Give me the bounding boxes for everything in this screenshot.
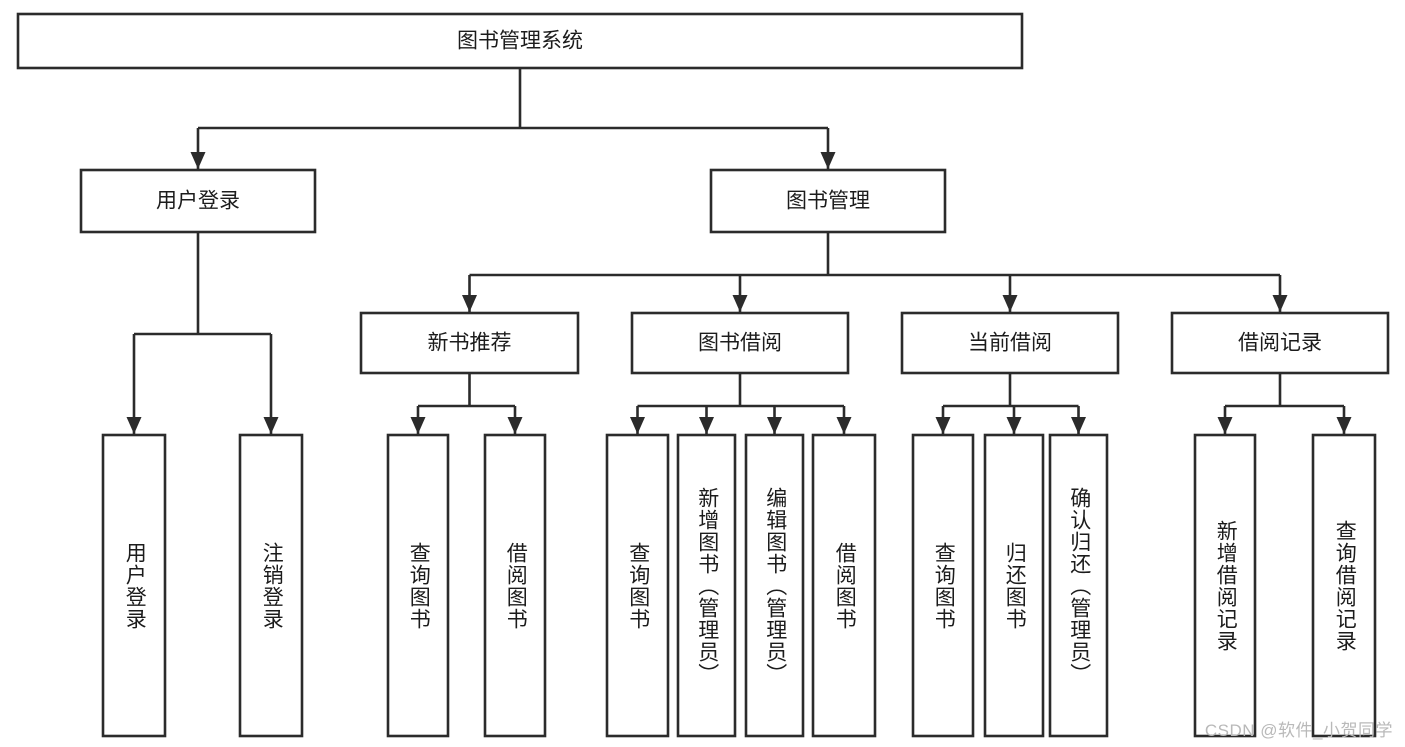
node-box-leaf-11[interactable] bbox=[1193, 433, 1257, 738]
node-label-leaf-4: 查询图书 bbox=[607, 435, 668, 736]
node-label-leaf-10: 确认归还（管理员） bbox=[1050, 435, 1107, 736]
node-label-leaf-11: 新增借阅记录 bbox=[1195, 435, 1255, 736]
node-label-leaf-12: 查询借阅记录 bbox=[1313, 435, 1375, 736]
node-label-leaf-text-11: 新增借阅记录 bbox=[1214, 519, 1238, 652]
node-box-level2-0[interactable] bbox=[79, 168, 317, 234]
node-label-leaf-8: 查询图书 bbox=[913, 435, 973, 736]
node-box-level3-0[interactable] bbox=[359, 311, 580, 375]
node-box-leaf-12[interactable] bbox=[1311, 433, 1377, 738]
node-label-leaf-text-1: 注销登录 bbox=[260, 541, 284, 630]
arrow-head-icon-manage-to-level3-3 bbox=[1272, 295, 1288, 312]
node-box-level3-1[interactable] bbox=[630, 311, 850, 375]
node-label-leaf-5: 新增图书（管理员） bbox=[678, 435, 735, 736]
node-box-leaf-3[interactable] bbox=[483, 433, 547, 738]
node-box-leaf-0[interactable] bbox=[101, 433, 167, 738]
node-box-level2-1[interactable] bbox=[709, 168, 947, 234]
arrow-head-icon-level3-0-to-leaf-0 bbox=[410, 417, 426, 434]
arrow-head-icon-manage-to-level3-1 bbox=[732, 295, 748, 312]
arrow-head-icon-level3-1-to-leaf-2 bbox=[767, 417, 782, 434]
node-label-leaf-text-8: 查询图书 bbox=[932, 541, 956, 630]
node-label-leaf-text-9: 归还图书 bbox=[1003, 541, 1027, 630]
node-box-leaf-2[interactable] bbox=[386, 433, 450, 738]
node-label-leaf-6: 编辑图书（管理员） bbox=[746, 435, 803, 736]
node-label-leaf-3: 借阅图书 bbox=[485, 435, 545, 736]
arrow-head-icon-manage-to-level3-0 bbox=[462, 295, 477, 312]
node-label-leaf-9: 归还图书 bbox=[985, 435, 1043, 736]
arrow-head-icon-level3-2-to-leaf-1 bbox=[1006, 417, 1022, 434]
arrow-head-icon-level3-1-to-leaf-0 bbox=[630, 417, 645, 434]
node-box-leaf-9[interactable] bbox=[983, 433, 1045, 738]
node-label-leaf-text-6: 编辑图书（管理员） bbox=[763, 486, 787, 685]
node-box-leaf-7[interactable] bbox=[811, 433, 877, 738]
node-label-level3-1: 图书借阅 bbox=[698, 332, 782, 355]
arrow-head-icon-level3-2-to-leaf-0 bbox=[935, 417, 951, 434]
node-label-leaf-1: 注销登录 bbox=[240, 435, 302, 736]
arrow-head-icon-root-to-level2-1 bbox=[820, 152, 836, 169]
node-box-level3-2[interactable] bbox=[900, 311, 1120, 375]
node-label-leaf-text-10: 确认归还（管理员） bbox=[1067, 486, 1091, 685]
node-label-level2-1: 图书管理 bbox=[786, 190, 870, 213]
node-box-leaf-5[interactable] bbox=[676, 433, 737, 738]
node-label-leaf-0: 用户登录 bbox=[103, 435, 165, 736]
node-box-leaf-8[interactable] bbox=[911, 433, 975, 738]
node-box-leaf-10[interactable] bbox=[1048, 433, 1109, 738]
arrow-head-icon-login-to-leaf-1 bbox=[263, 417, 279, 434]
arrow-head-icon-manage-to-level3-2 bbox=[1002, 295, 1018, 312]
node-box-leaf-4[interactable] bbox=[605, 433, 670, 738]
node-label-leaf-text-7: 借阅图书 bbox=[833, 541, 857, 630]
arrow-head-icon-login-to-leaf-0 bbox=[126, 417, 142, 434]
arrow-head-icon-level3-2-to-leaf-2 bbox=[1071, 417, 1086, 434]
arrow-head-icon-level3-1-to-leaf-1 bbox=[699, 417, 714, 434]
arrow-head-icon-level3-3-to-leaf-1 bbox=[1336, 417, 1352, 434]
node-box-leaf-6[interactable] bbox=[744, 433, 805, 738]
node-label-leaf-text-0: 用户登录 bbox=[123, 541, 147, 630]
node-label-level2-0: 用户登录 bbox=[156, 190, 240, 213]
node-label-leaf-text-4: 查询图书 bbox=[626, 541, 650, 630]
node-label-root: 图书管理系统 bbox=[457, 30, 583, 53]
arrow-head-icon-root-to-level2-0 bbox=[190, 152, 206, 169]
node-label-leaf-text-2: 查询图书 bbox=[407, 541, 431, 630]
node-box-leaf-1[interactable] bbox=[238, 433, 304, 738]
arrow-head-icon-level3-1-to-leaf-3 bbox=[836, 417, 852, 434]
node-label-level3-2: 当前借阅 bbox=[968, 332, 1052, 355]
arrow-head-icon-level3-3-to-leaf-0 bbox=[1217, 417, 1233, 434]
node-box-root[interactable] bbox=[16, 12, 1024, 70]
connectors-layer bbox=[126, 68, 1352, 434]
node-box-level3-3[interactable] bbox=[1170, 311, 1390, 375]
boxes-layer bbox=[16, 12, 1390, 738]
node-label-leaf-text-3: 借阅图书 bbox=[504, 541, 528, 630]
node-label-leaf-text-12: 查询借阅记录 bbox=[1333, 519, 1357, 652]
arrow-head-icon-level3-0-to-leaf-1 bbox=[507, 417, 523, 434]
node-label-leaf-2: 查询图书 bbox=[388, 435, 448, 736]
node-label-level3-3: 借阅记录 bbox=[1238, 332, 1322, 355]
node-label-level3-0: 新书推荐 bbox=[428, 332, 512, 355]
node-label-leaf-text-5: 新增图书（管理员） bbox=[695, 486, 719, 685]
node-label-leaf-7: 借阅图书 bbox=[813, 435, 875, 736]
